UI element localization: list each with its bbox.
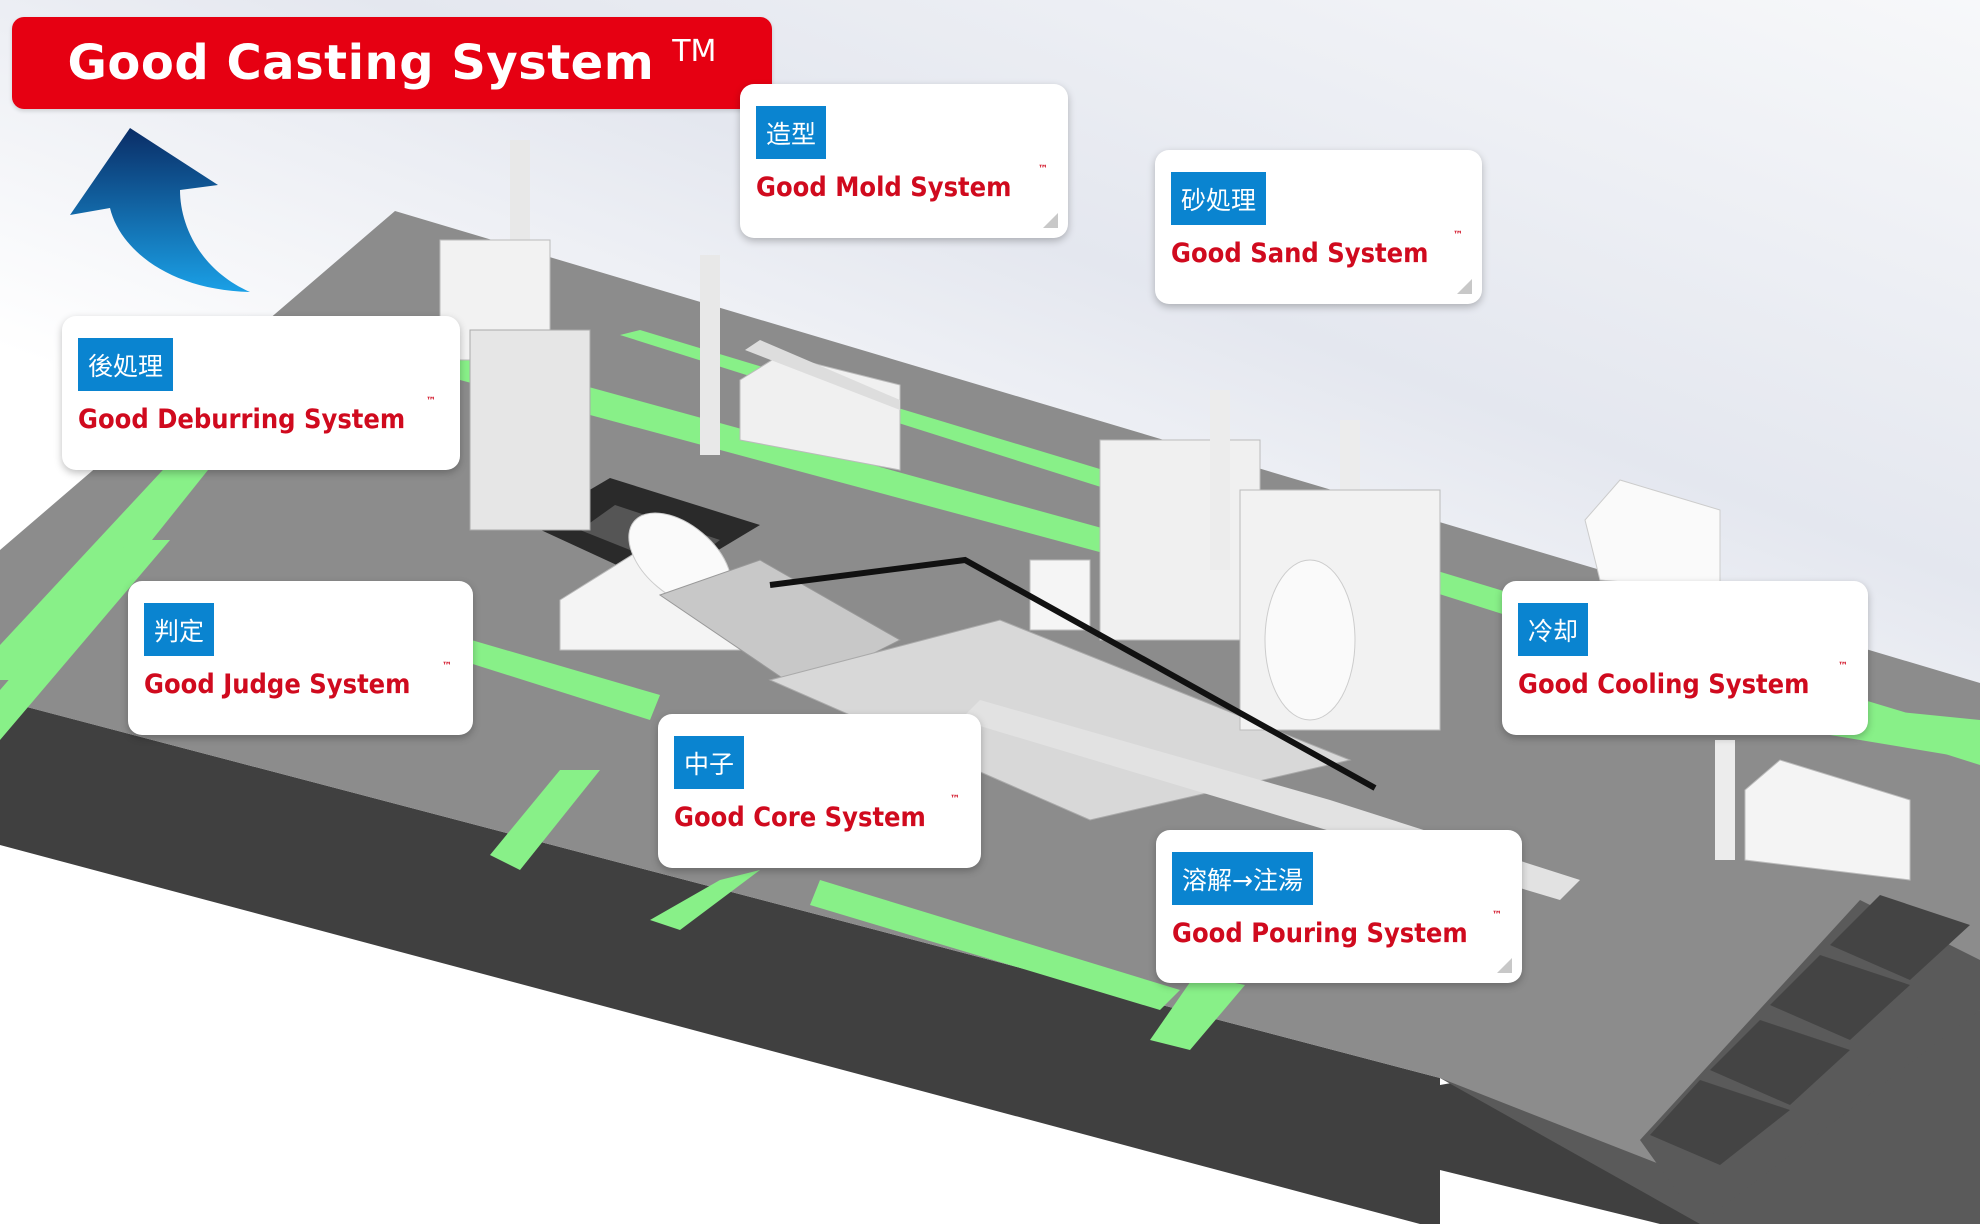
system-card-mold[interactable]: 造型 Good Mold System ™: [740, 84, 1068, 238]
system-name: Good Judge System: [144, 669, 411, 700]
system-name: Good Sand System: [1171, 238, 1429, 269]
system-name: Good Deburring System: [78, 404, 406, 435]
system-card-core[interactable]: 中子 Good Core System ™: [658, 714, 981, 868]
trademark-mark: ™: [1038, 164, 1048, 175]
system-card-cooling[interactable]: 冷却 Good Cooling System ™: [1502, 581, 1868, 735]
system-name: Good Mold System: [756, 172, 1012, 203]
title-banner: Good Casting System TM: [12, 17, 772, 109]
system-name: Good Core System: [674, 802, 926, 833]
system-name: Good Pouring System: [1172, 918, 1468, 949]
system-tag: 判定: [144, 603, 215, 656]
trademark-mark: ™: [1492, 910, 1502, 921]
expand-corner-icon[interactable]: [1497, 958, 1512, 973]
system-tag: 溶解→注湯: [1172, 852, 1313, 905]
system-card-pouring[interactable]: 溶解→注湯 Good Pouring System ™: [1156, 830, 1522, 983]
system-card-deburring[interactable]: 後処理 Good Deburring System ™: [62, 316, 460, 470]
trademark-mark: ™: [442, 661, 452, 672]
floor-side-slab-front: [0, 700, 1440, 1224]
trademark-mark: ™: [1453, 230, 1463, 241]
expand-corner-icon[interactable]: [1043, 213, 1058, 228]
system-tag: 造型: [756, 106, 827, 159]
title-text: Good Casting System: [67, 35, 655, 91]
system-card-judge[interactable]: 判定 Good Judge System ™: [128, 581, 473, 735]
system-tag: 後処理: [78, 338, 174, 391]
system-tag: 冷却: [1518, 603, 1589, 656]
expand-corner-icon[interactable]: [1457, 279, 1472, 294]
cooling-pits: [1640, 895, 1980, 1224]
trademark-mark: ™: [426, 396, 436, 407]
system-card-sand[interactable]: 砂処理 Good Sand System ™: [1155, 150, 1482, 304]
system-tag: 中子: [674, 736, 745, 789]
title-trademark: TM: [672, 33, 717, 69]
system-tag: 砂処理: [1171, 172, 1267, 225]
system-name: Good Cooling System: [1518, 669, 1810, 700]
trademark-mark: ™: [1838, 661, 1848, 672]
trademark-mark: ™: [950, 794, 960, 805]
conveyor-line: [769, 556, 1377, 791]
curved-up-arrow-icon[interactable]: [70, 128, 250, 292]
